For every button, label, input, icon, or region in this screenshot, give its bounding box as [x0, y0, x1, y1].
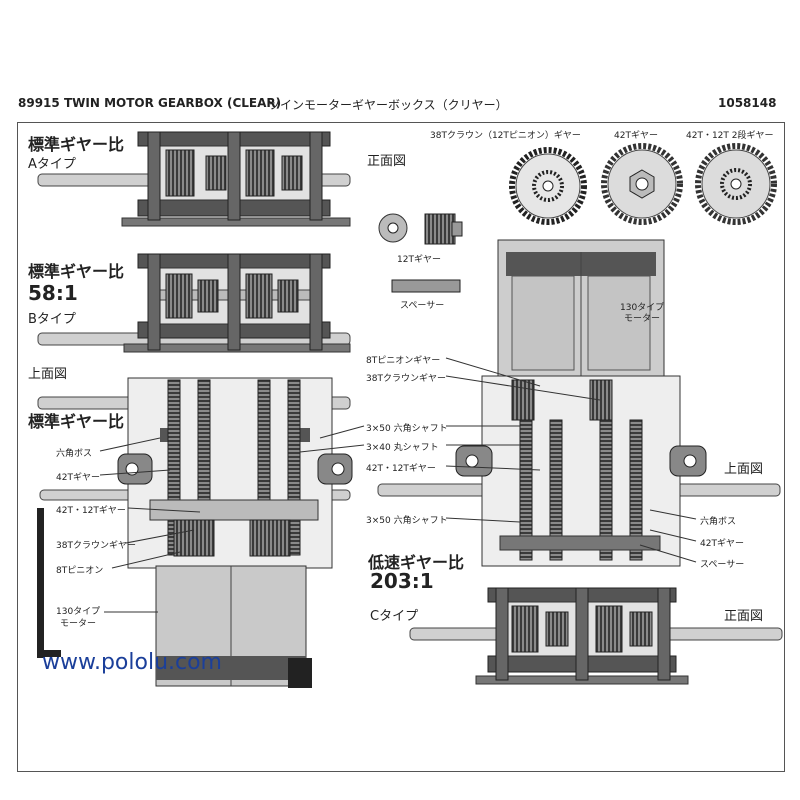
type-c-view-label: 正面図 [724, 609, 764, 624]
gear-parts-icons [378, 143, 777, 293]
pinion-12t-icon [378, 213, 463, 245]
left-motor-label-1: 130タイプ [56, 607, 101, 617]
right-spacer-label: スペーサー [700, 560, 745, 570]
leader-lines [99, 357, 697, 613]
motor-caption-2: モーター [624, 314, 661, 324]
gear-42t-12t-caption: 42T・12T 2段ギヤー [686, 131, 774, 141]
center-42t-12t-gear-label: 42T・12Tギヤー [366, 464, 436, 474]
center-hex-shaft-label: 3×50 六角シャフト [366, 424, 448, 434]
product-title-en: TWIN MOTOR GEARBOX (CLEAR) [64, 96, 282, 110]
left-hex-boss-label: 六角ボス [56, 449, 93, 459]
type-a-view-label: 正面図 [367, 154, 407, 169]
low-speed-ratio-label: 低速ギヤー比 [368, 553, 465, 572]
watermark-url: www.pololu.com [42, 650, 222, 675]
type-b-ratio-label: 標準ギヤー比 [28, 262, 125, 281]
center-crown-gear-label: 38Tクラウンギヤー [366, 374, 446, 384]
type-a-front-view [37, 131, 351, 227]
left-pinion-label: 8Tピニオン [56, 566, 104, 576]
type-b-ratio: 58:1 [28, 281, 78, 305]
diagram-frame [17, 122, 785, 772]
top-view-left [37, 377, 353, 688]
part-number: 1058148 [718, 96, 777, 110]
left-motor-label-2: モーター [60, 619, 97, 629]
gear-42t-caption: 42Tギヤー [614, 131, 658, 141]
crown-gear-caption: 38Tクラウン（12Tピニオン）ギヤー [430, 131, 581, 141]
left-crown-gear-label: 38Tクラウンギヤー [56, 541, 136, 551]
product-code: 89915 [18, 96, 60, 110]
type-c-front-view [409, 587, 783, 685]
type-a-label: Aタイプ [28, 157, 76, 172]
top-view-right [377, 239, 781, 567]
gear-12t-caption: 12Tギヤー [397, 255, 441, 265]
product-title-jp: ツインモーターギヤーボックス（クリヤー） [268, 98, 508, 112]
center-pinion-gear-label: 8Tピニオンギヤー [366, 356, 441, 366]
right-hex-boss-label: 六角ボス [700, 517, 737, 527]
left-42t-12t-gear-label: 42T・12Tギヤー [56, 506, 126, 516]
type-c-label: Cタイプ [370, 609, 419, 624]
right-42t-gear-label: 42Tギヤー [700, 539, 744, 549]
motor-caption-1: 130タイプ [620, 303, 665, 313]
type-a-ratio-label: 標準ギヤー比 [28, 135, 125, 154]
gear-42t-icon [601, 143, 683, 225]
top-view-right-label: 上面図 [724, 462, 764, 477]
top-left-ratio-label: 標準ギヤー比 [28, 412, 125, 431]
type-b-label: Bタイプ [28, 312, 76, 327]
low-speed-ratio: 203:1 [370, 569, 434, 593]
spacer-icon [391, 279, 461, 293]
top-view-left-label: 上面図 [28, 367, 68, 382]
type-b-front-view [37, 253, 351, 353]
center-round-shaft-label: 3×40 丸シャフト [366, 443, 439, 453]
left-42t-gear-label: 42Tギヤー [56, 473, 100, 483]
center-hex-shaft-b-label: 3×50 六角シャフト [366, 516, 448, 526]
spacer-caption: スペーサー [400, 301, 445, 311]
gear-42t-12t-icon [695, 143, 777, 225]
hex-key-icon [37, 508, 61, 658]
crown-gear-icon [509, 147, 587, 225]
